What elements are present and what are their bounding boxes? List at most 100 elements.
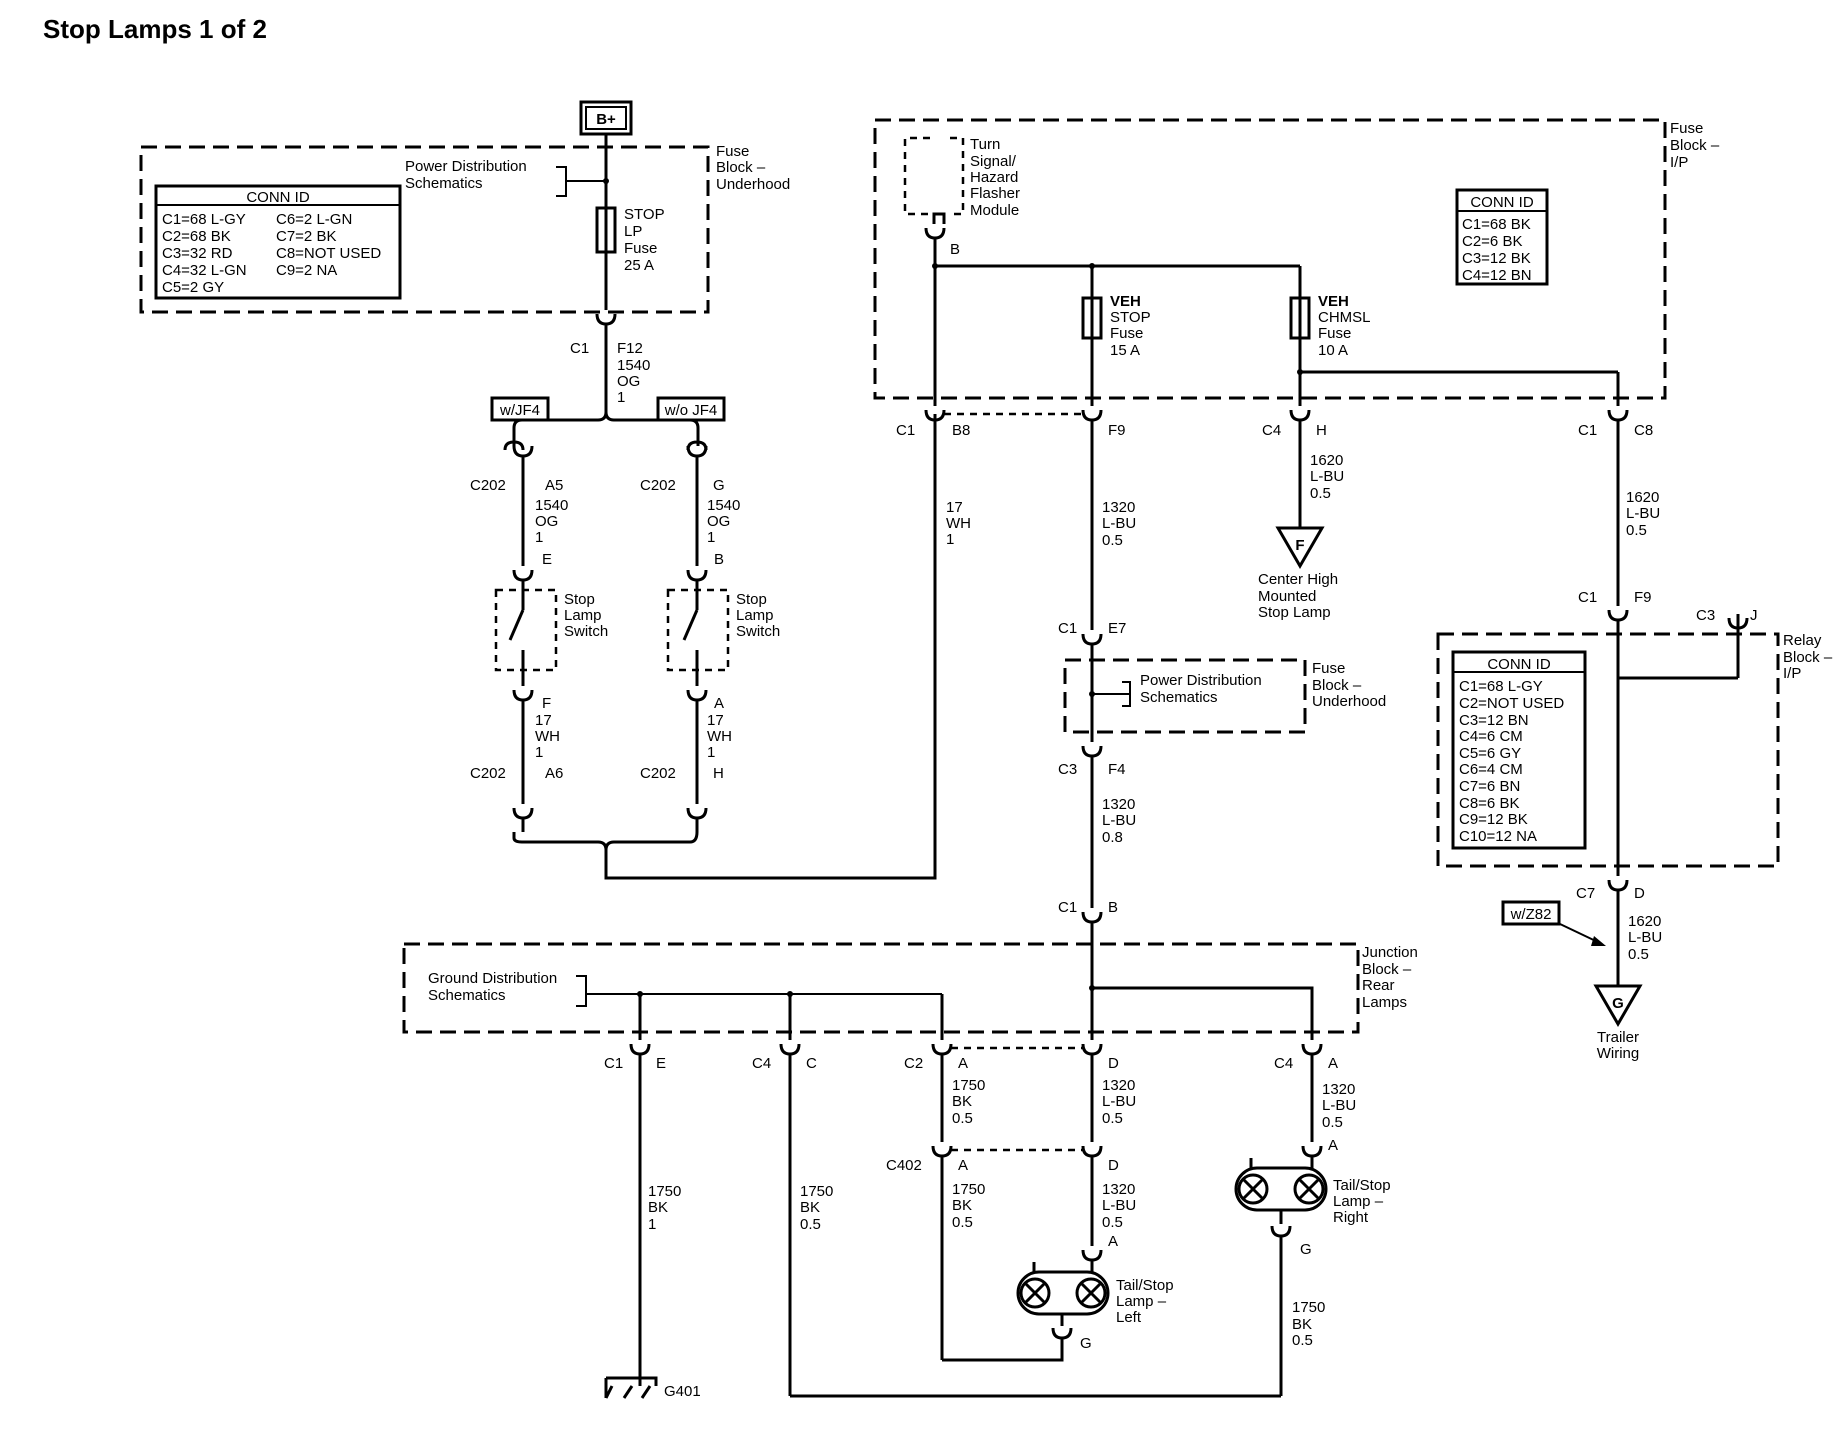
svg-text:C4=6 CM: C4=6 CM [1459, 728, 1523, 745]
svg-text:C3=12 BN: C3=12 BN [1459, 712, 1529, 729]
svg-text:Fuse: Fuse [624, 240, 657, 257]
trailer-label: Trailer Wiring [1597, 1029, 1640, 1062]
svg-text:1750: 1750 [952, 1181, 985, 1198]
svg-text:10 A: 10 A [1318, 342, 1348, 359]
svg-text:G: G [713, 477, 725, 494]
svg-text:F9: F9 [1108, 422, 1126, 439]
svg-text:G: G [1080, 1335, 1092, 1352]
svg-text:Switch: Switch [564, 623, 608, 640]
svg-text:C7=6 BN: C7=6 BN [1459, 778, 1520, 795]
svg-text:1620: 1620 [1626, 489, 1659, 506]
svg-text:0.8: 0.8 [1102, 829, 1123, 846]
svg-text:Power Distribution: Power Distribution [405, 158, 527, 175]
svg-text:F: F [542, 695, 551, 712]
svg-text:C3=32 RD: C3=32 RD [162, 245, 233, 262]
svg-text:Fuse: Fuse [1312, 660, 1345, 677]
svg-text:Fuse: Fuse [1110, 325, 1143, 342]
trailer-ground-triangle: G [1593, 984, 1643, 1027]
svg-text:A: A [1108, 1233, 1118, 1250]
svg-text:B: B [950, 241, 960, 258]
svg-text:Underhood: Underhood [716, 176, 790, 193]
svg-text:B8: B8 [952, 422, 970, 439]
fuse-block-ip [873, 118, 1667, 400]
svg-text:L-BU: L-BU [1628, 929, 1662, 946]
svg-text:1540: 1540 [535, 497, 568, 514]
c1-f12-conn: C1 [570, 340, 589, 357]
svg-text:Hazard: Hazard [970, 169, 1018, 186]
gds-label: Ground Distribution Schematics [428, 970, 557, 1004]
svg-text:WH: WH [535, 728, 560, 745]
svg-text:1540: 1540 [707, 497, 740, 514]
svg-text:Fuse: Fuse [1318, 325, 1351, 342]
svg-text:1: 1 [707, 744, 715, 761]
svg-text:D: D [1634, 885, 1645, 902]
option-w-z82: w/Z82 [1501, 900, 1561, 926]
stop-lamp-switch-left [494, 428, 558, 832]
svg-text:C8: C8 [1634, 422, 1653, 439]
svg-text:C4: C4 [1262, 422, 1281, 439]
svg-text:C2=68 BK: C2=68 BK [162, 228, 231, 245]
svg-text:C5=2 GY: C5=2 GY [162, 279, 224, 296]
svg-text:E7: E7 [1108, 620, 1126, 637]
svg-text:F: F [1295, 537, 1304, 554]
svg-text:C402: C402 [886, 1157, 922, 1174]
wire-1540-og-main: 1540 OG 1 [617, 357, 650, 406]
svg-text:0.5: 0.5 [1292, 1332, 1313, 1349]
page-title: Stop Lamps 1 of 2 [43, 14, 267, 44]
svg-text:C3: C3 [1696, 607, 1715, 624]
svg-text:Ground Distribution: Ground Distribution [428, 970, 557, 987]
svg-text:C8=6 BK: C8=6 BK [1459, 795, 1519, 812]
svg-text:17: 17 [535, 712, 552, 729]
svg-text:0.5: 0.5 [952, 1214, 973, 1231]
svg-text:BK: BK [800, 1199, 820, 1216]
svg-text:Schematics: Schematics [405, 175, 483, 192]
ground-g401: G401 [604, 1376, 701, 1400]
svg-text:C3: C3 [1058, 761, 1077, 778]
tail-stop-lamp-left [1016, 1262, 1110, 1316]
svg-text:C1: C1 [1578, 589, 1597, 606]
svg-text:Stop: Stop [564, 591, 595, 608]
svg-text:1750: 1750 [648, 1183, 681, 1200]
svg-text:Right: Right [1333, 1209, 1369, 1226]
svg-text:C6=4 CM: C6=4 CM [1459, 761, 1523, 778]
svg-text:17: 17 [707, 712, 724, 729]
svg-text:C2=6 BK: C2=6 BK [1462, 233, 1522, 250]
svg-text:w/JF4: w/JF4 [499, 402, 540, 419]
svg-text:1: 1 [535, 529, 543, 546]
b-plus-source: B+ [579, 100, 633, 136]
conn-id-table-underhood: CONN ID C1=68 L-GY C2=68 BK C3=32 RD C4=… [154, 184, 402, 300]
svg-text:L-BU: L-BU [1102, 812, 1136, 829]
svg-text:A: A [714, 695, 724, 712]
svg-text:Fuse: Fuse [1670, 120, 1703, 137]
veh-chmsl-fuse: VEH CHMSL Fuse 10 A [1289, 293, 1371, 359]
svg-text:H: H [1316, 422, 1327, 439]
svg-text:1540: 1540 [617, 357, 650, 374]
svg-text:L-BU: L-BU [1102, 1197, 1136, 1214]
svg-text:Block –: Block – [1362, 961, 1412, 978]
svg-text:Mounted: Mounted [1258, 588, 1316, 605]
svg-text:0.5: 0.5 [1626, 522, 1647, 539]
fuse-block-underhood [139, 145, 710, 314]
svg-text:E: E [542, 551, 552, 568]
svg-text:C1: C1 [896, 422, 915, 439]
tail-stop-lamp-right [1234, 1158, 1328, 1212]
svg-text:L-BU: L-BU [1102, 515, 1136, 532]
svg-text:1750: 1750 [952, 1077, 985, 1094]
svg-text:C9=12 BK: C9=12 BK [1459, 811, 1528, 828]
svg-text:C4: C4 [1274, 1055, 1293, 1072]
tail-stop-left-label: Tail/Stop Lamp – Left [1116, 1277, 1174, 1326]
svg-text:C202: C202 [640, 765, 676, 782]
svg-text:Fuse: Fuse [716, 143, 749, 160]
svg-text:Tail/Stop: Tail/Stop [1116, 1277, 1174, 1294]
svg-text:Block –: Block – [1783, 649, 1833, 666]
svg-text:Relay: Relay [1783, 632, 1822, 649]
svg-text:1750: 1750 [1292, 1299, 1325, 1316]
c1-f12-pin: F12 [617, 340, 643, 357]
svg-text:A: A [1328, 1055, 1338, 1072]
svg-text:C: C [806, 1055, 817, 1072]
veh-stop-fuse: VEH STOP Fuse 15 A [1081, 293, 1151, 359]
svg-text:L-BU: L-BU [1322, 1097, 1356, 1114]
svg-text:0.5: 0.5 [1322, 1114, 1343, 1131]
svg-text:C2: C2 [904, 1055, 923, 1072]
